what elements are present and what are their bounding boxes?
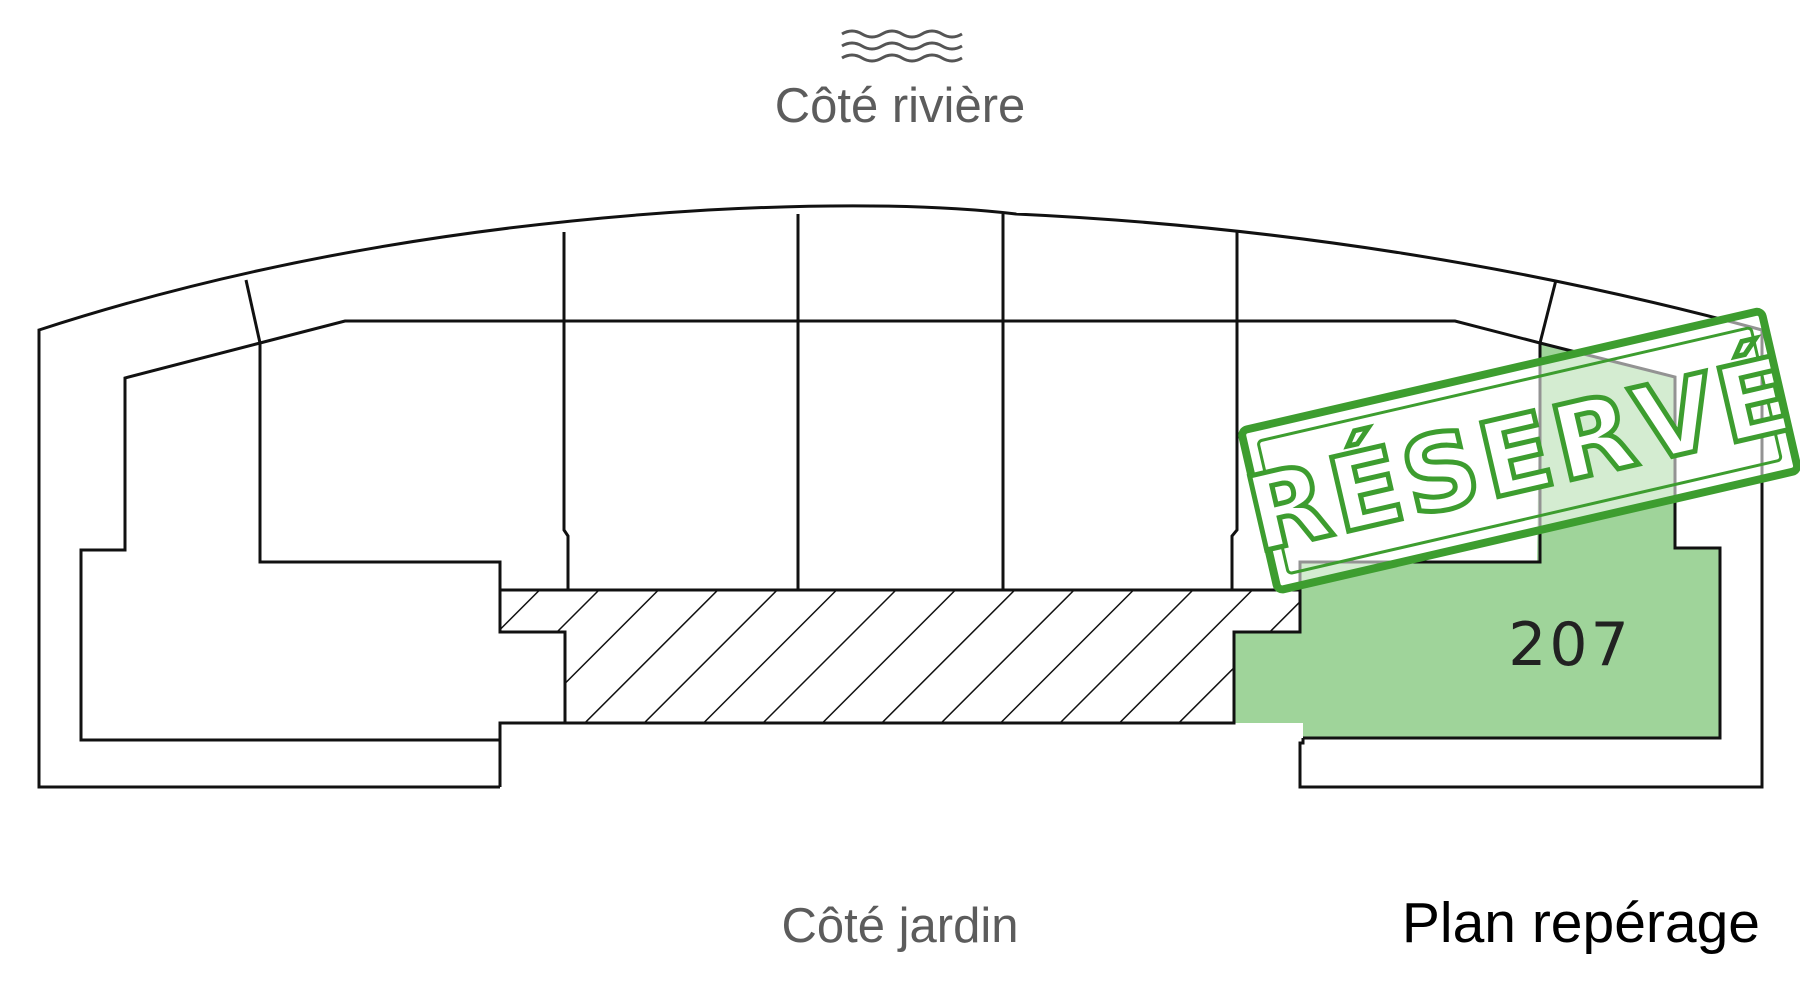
unit-wall <box>562 321 570 590</box>
river-side-label: Côté rivière <box>774 79 1026 133</box>
plan-title: Plan repérage <box>1401 891 1760 955</box>
unit-wall <box>1230 321 1239 590</box>
inner-wall <box>498 721 565 787</box>
water-waves-icon <box>841 29 963 63</box>
inner-outline-left <box>79 319 1722 742</box>
unit-wall-left <box>258 343 502 590</box>
garden-side-label: Côté jardin <box>781 899 1019 953</box>
partition <box>1538 279 1558 344</box>
unit-number: 207 <box>1508 610 1632 680</box>
building-outline <box>37 204 1764 789</box>
common-corridor <box>498 588 1302 725</box>
partition <box>244 279 262 344</box>
